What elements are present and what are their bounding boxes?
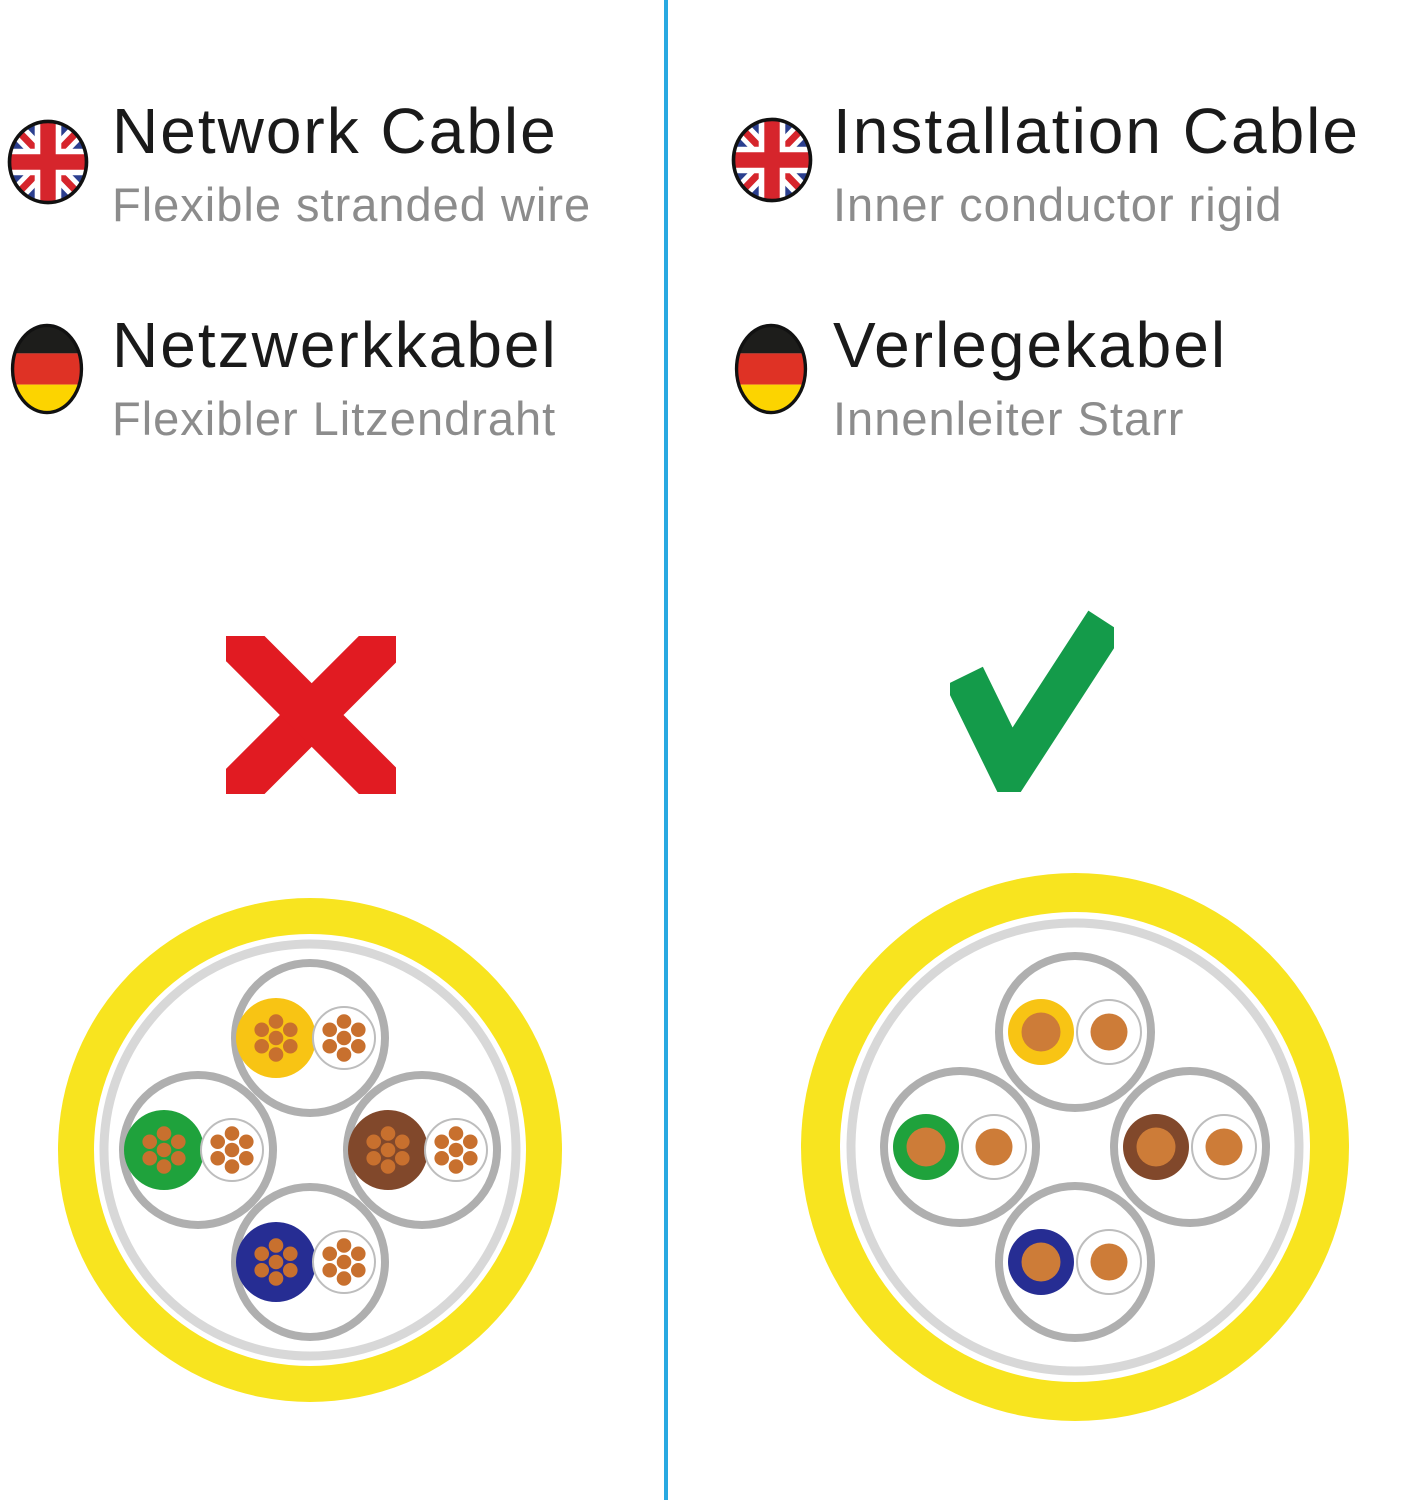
solid-core [1090,1243,1128,1281]
english-subtitle: Inner conductor rigid [833,178,1283,231]
twisted-pair-brown [1110,1067,1270,1227]
strand-wire [210,1134,226,1150]
strand-wire [254,1246,270,1262]
strand-wire [394,1134,410,1150]
germany-flag-icon [734,323,808,415]
strand-wire [268,1238,284,1253]
strand-wire [156,1159,172,1174]
uk-flag-icon [731,117,813,203]
strand-wire [336,1030,352,1046]
english-title: Installation Cable [833,95,1360,167]
uk-flag-icon [7,119,89,205]
strand-wire [448,1142,464,1158]
twisted-pair-blue [231,1183,389,1341]
strand-wire [366,1150,382,1166]
twisted-pair-blue [995,1182,1155,1342]
strand-wire [322,1262,338,1278]
strand-wire [268,1271,284,1286]
strand-wire [380,1142,396,1158]
strand-wire [224,1142,240,1158]
strand-wire [210,1150,226,1166]
strand-wire [238,1150,254,1166]
strand-wire [238,1134,254,1150]
strand-wire [224,1159,240,1174]
strand-wire [268,1014,284,1029]
twisted-pair-green [119,1071,277,1229]
pair-sheath [1110,1067,1270,1227]
check-icon [950,610,1114,792]
strand-wire [156,1126,172,1141]
strand-wire [462,1150,478,1166]
strand-wire [350,1038,366,1054]
english-title: Network Cable [112,95,558,167]
pair-sheath [880,1067,1040,1227]
solid-core [975,1128,1013,1166]
strand-wire [434,1134,450,1150]
german-title: Verlegekabel [833,309,1228,381]
strand-wire [268,1047,284,1062]
strand-wire [350,1262,366,1278]
solid-core [1021,1242,1061,1282]
strand-wire [142,1150,158,1166]
twisted-pair-yellow [231,959,389,1117]
pair-sheath [995,952,1155,1112]
strand-wire [282,1022,298,1038]
solid-core [906,1127,946,1167]
strand-wire [336,1254,352,1270]
solid-core [1136,1127,1176,1167]
twisted-pair-yellow [995,952,1155,1112]
strand-wire [350,1022,366,1038]
cable-shield-ring [846,918,1304,1376]
strand-wire [170,1150,186,1166]
germany-flag-icon [10,323,84,415]
strand-wire [462,1134,478,1150]
strand-wire [322,1022,338,1038]
cable-inner-wrap [94,934,526,1366]
strand-wire [224,1126,240,1141]
german-subtitle: Flexibler Litzendraht [112,392,557,445]
cable-shield-ring [99,939,521,1361]
strand-wire [336,1271,352,1286]
cable-cross-section-solid [801,873,1349,1421]
strand-wire [268,1254,284,1270]
strand-wire [448,1126,464,1141]
strand-wire [380,1159,396,1174]
strand-wire [336,1047,352,1062]
pair-sheath [995,1182,1155,1342]
strand-wire [142,1134,158,1150]
strand-wire [156,1142,172,1158]
cable-inner-wrap [840,912,1310,1382]
strand-wire [254,1262,270,1278]
strand-wire [282,1246,298,1262]
vertical-divider [664,0,668,1500]
strand-wire [336,1238,352,1253]
twisted-pair-green [880,1067,1040,1227]
solid-core [1021,1012,1061,1052]
strand-wire [434,1150,450,1166]
strand-wire [254,1038,270,1054]
german-title: Netzwerkkabel [112,309,558,381]
strand-wire [394,1150,410,1166]
solid-core [1090,1013,1128,1051]
german-subtitle: Innenleiter Starr [833,392,1185,445]
strand-wire [336,1014,352,1029]
strand-wire [170,1134,186,1150]
twisted-pair-brown [343,1071,501,1229]
strand-wire [322,1246,338,1262]
strand-wire [322,1038,338,1054]
strand-wire [282,1038,298,1054]
cable-cross-section-stranded [58,898,562,1402]
strand-wire [254,1022,270,1038]
solid-core [1205,1128,1243,1166]
strand-wire [282,1262,298,1278]
strand-wire [366,1134,382,1150]
english-subtitle: Flexible stranded wire [112,178,592,231]
strand-wire [380,1126,396,1141]
cross-icon [226,636,396,794]
strand-wire [448,1159,464,1174]
strand-wire [268,1030,284,1046]
strand-wire [350,1246,366,1262]
